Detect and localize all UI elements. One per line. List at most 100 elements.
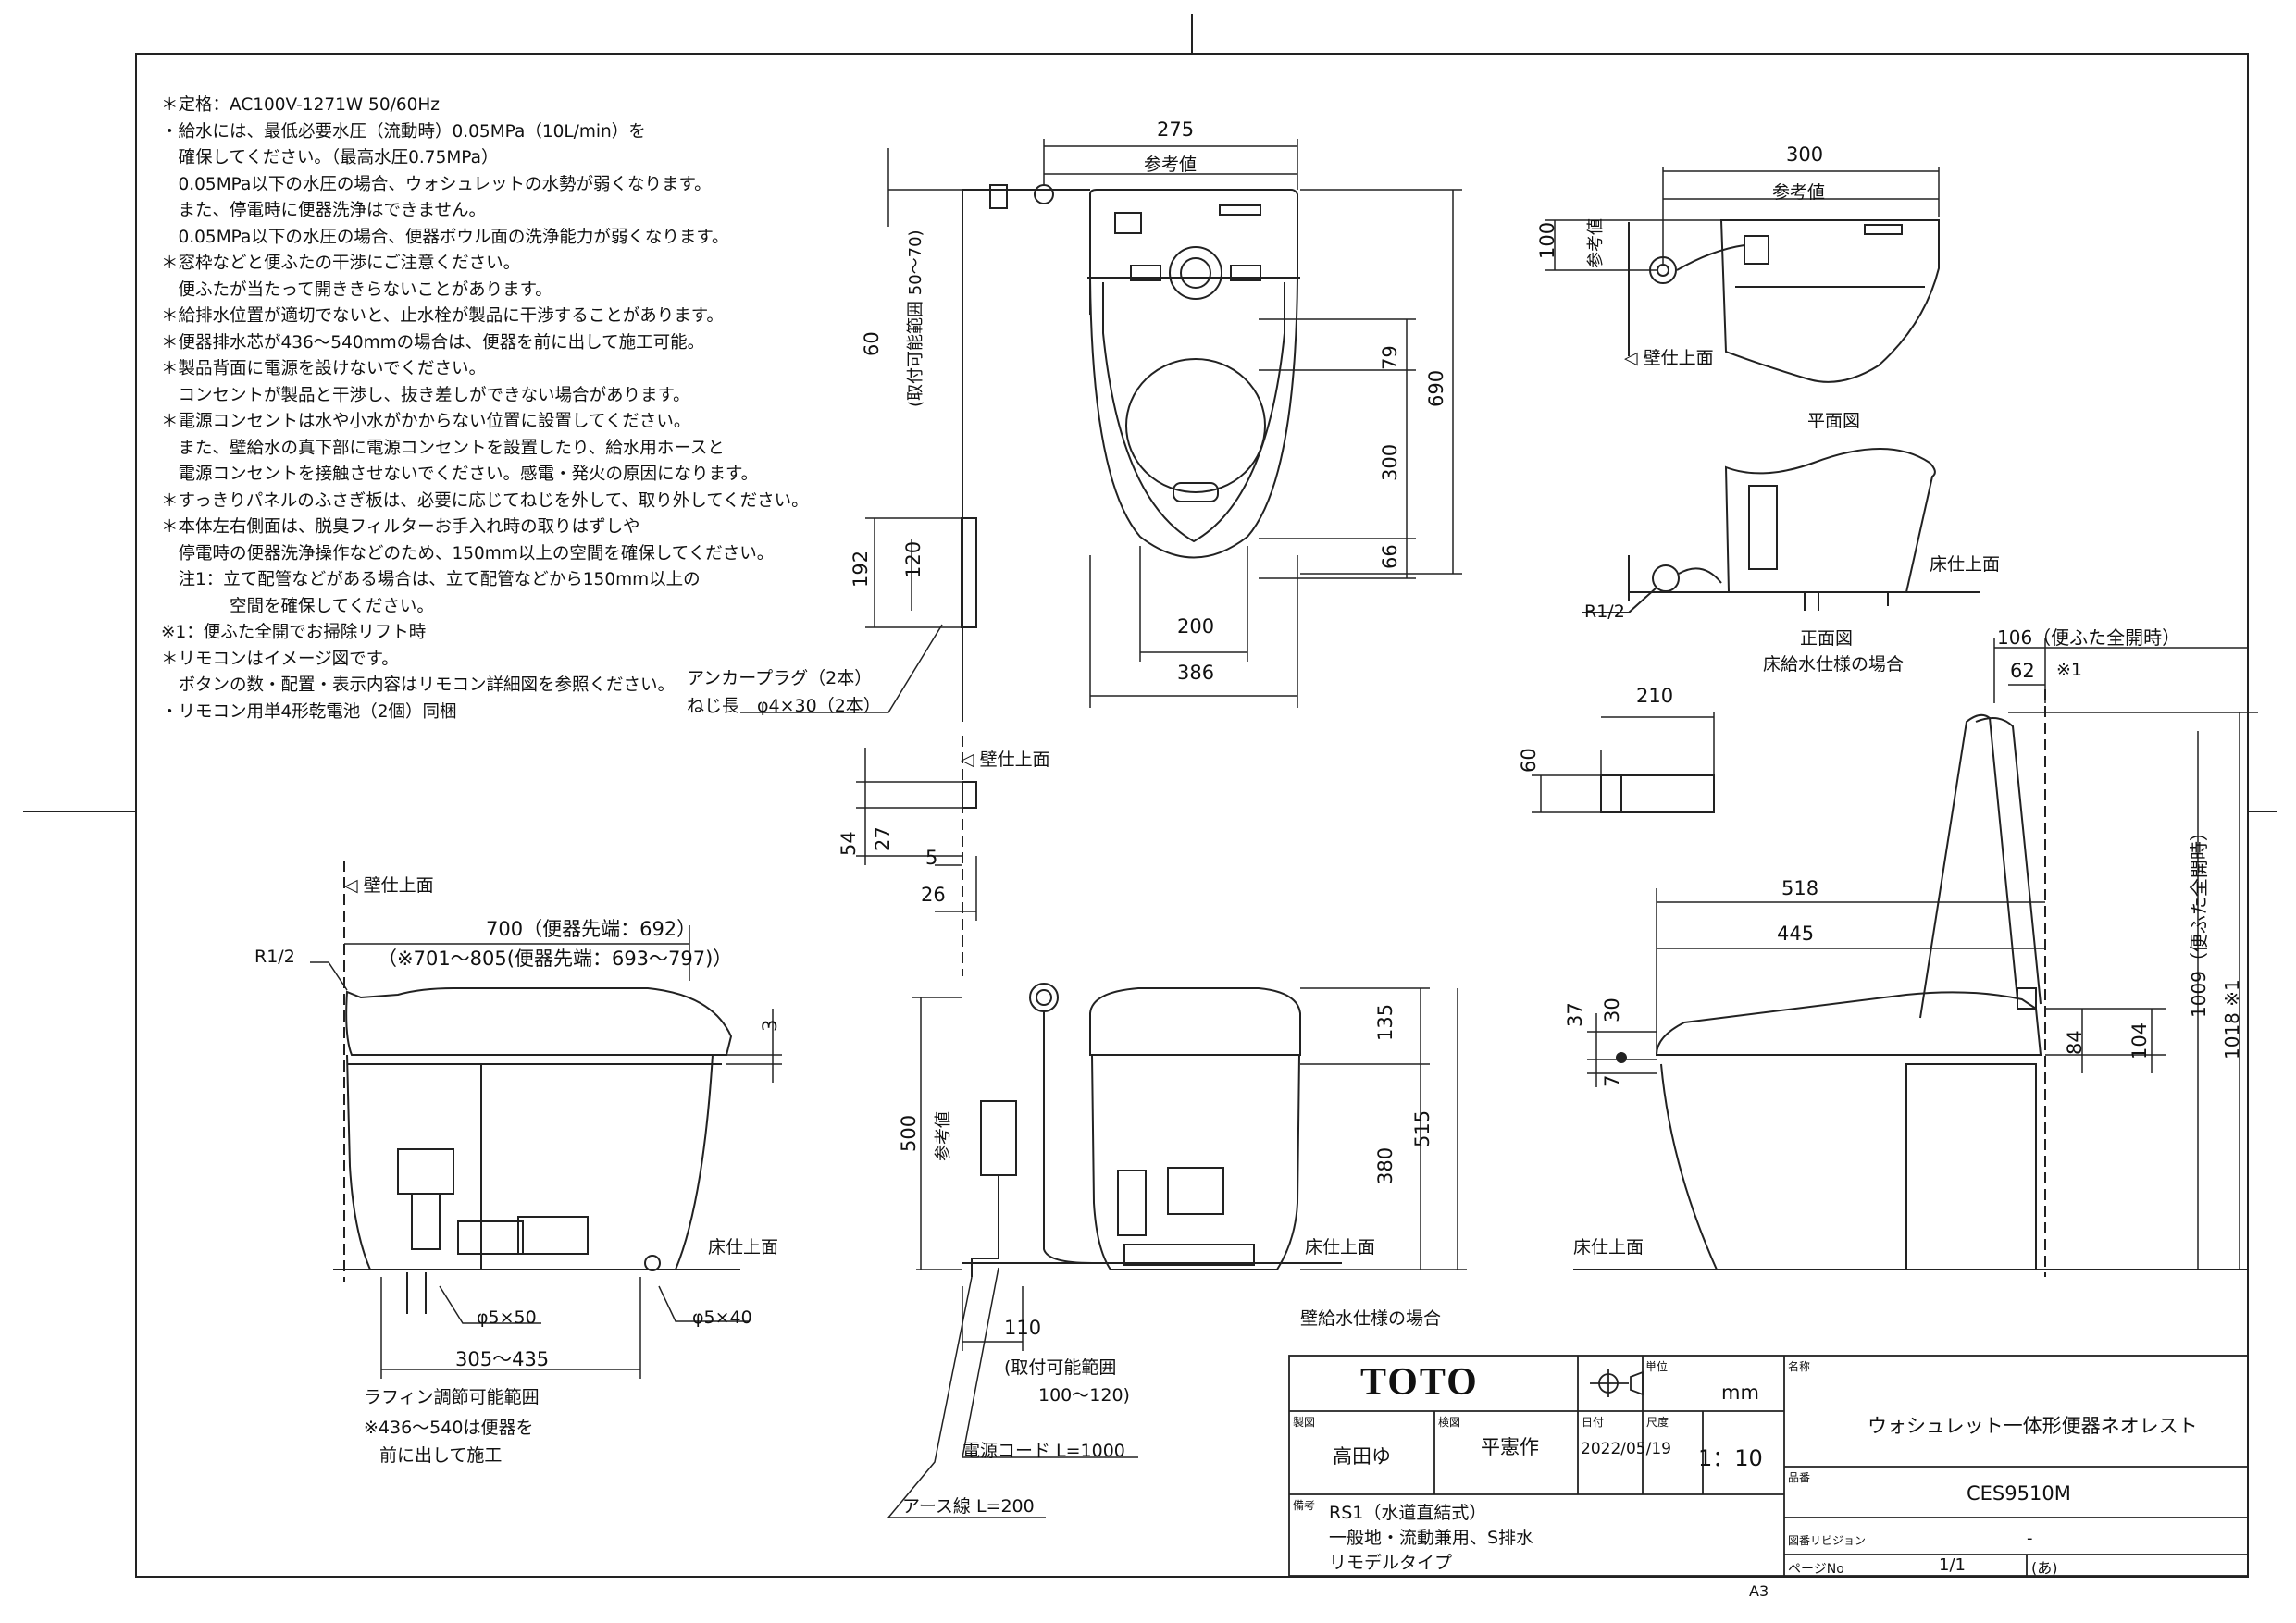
dim-27: 27 [872, 826, 894, 851]
power-cord-label: 電源コード L=1000 [962, 1441, 1125, 1461]
dim-5: 5 [925, 847, 938, 869]
note-line: ・リモコン用単4形乾電池（2個）同梱 [161, 701, 457, 722]
phi50-label: φ5×50 [477, 1307, 537, 1328]
dim-106: 106（便ふた全開時） [1997, 626, 2181, 649]
dim-135: 135 [1374, 1003, 1396, 1041]
detail-front [1582, 448, 1980, 613]
remarks-line-3: リモデルタイプ [1329, 1553, 1453, 1573]
range-label: (取付可能範囲 [1004, 1357, 1117, 1378]
dim-300: 300 [1379, 443, 1401, 481]
note-line: また、停電時に便器洗浄はできません。 [161, 201, 486, 220]
r12-label: R1/2 [1584, 601, 1625, 622]
dim-380: 380 [1374, 1146, 1396, 1184]
right-side-dimensions [1532, 638, 2258, 1270]
range-value: 100～120) [1038, 1385, 1130, 1406]
title-block-grid [1288, 1355, 2249, 1577]
notes-block: ＊定格：AC100V-1271W 50/60Hz ・給水には、最低必要水圧（流動… [161, 93, 827, 725]
note-front: 前に出して施工 [379, 1445, 503, 1466]
right-side-view [1573, 689, 2249, 1277]
title-mark: (あ) [2031, 1559, 2058, 1577]
anchor-plug-label: アンカープラグ（2本） [687, 668, 873, 688]
note-line: ＊製品背面に電源を設けないでください。 [161, 359, 486, 378]
page-label: ページNo [1788, 1562, 1844, 1577]
dim-60: 60 [1518, 748, 1540, 773]
left-side-dimensions [310, 925, 782, 1379]
front-view-dimensions [887, 987, 1467, 1518]
drawing-frame [135, 53, 2249, 1578]
range-label: (取付可能範囲 50～70) [906, 229, 925, 407]
toto-logo: TOTO [1360, 1361, 1479, 1404]
note-line: ＊電源コンセントは水や小水がかからない位置に設置してください。 [161, 412, 691, 431]
front-caption: 壁給水仕様の場合 [1300, 1308, 1442, 1329]
unit-value: mm [1721, 1381, 1759, 1404]
product-name: ウォシュレット一体形便器ネオレスト [1868, 1415, 2198, 1437]
ref-label-vertical: 参考値 [1586, 218, 1606, 268]
page-value: 1/1 [1939, 1555, 1966, 1575]
dim-62: 62 [2010, 660, 2035, 682]
revision-label: 図番リビジョン [1788, 1534, 1867, 1547]
remarks-label: 備考 [1293, 1499, 1316, 1512]
dim-690: 690 [1425, 369, 1447, 407]
dim-26: 26 [921, 884, 946, 906]
dim-210: 210 [1636, 685, 1674, 707]
note-line: ＊窓枠などと便ふたの干渉にご注意ください。 [161, 254, 521, 273]
dim-200: 200 [1177, 615, 1215, 638]
left-side-view [333, 861, 740, 1314]
note-line: 空間を確保してください。 [161, 596, 434, 616]
scale-label: 尺度 [1646, 1416, 1669, 1429]
dim-110: 110 [1004, 1317, 1042, 1339]
floor-label: 床仕上面 [1573, 1237, 1644, 1258]
ref-label: 参考値 [934, 1111, 953, 1161]
dim-60: 60 [861, 331, 883, 356]
paper-size: A3 [1749, 1582, 1769, 1600]
note-436: ※436～540は便器を [364, 1418, 534, 1438]
front-view [962, 983, 1342, 1277]
part-number: CES9510M [1967, 1482, 2071, 1505]
plan-caption: 平面図 [1807, 411, 1861, 431]
note-line: ＊給排水位置が適切でないと、止水栓が製品に干渉することがあります。 [161, 306, 724, 326]
dim-120: 120 [902, 540, 925, 578]
dim-66: 66 [1379, 544, 1401, 569]
date-label: 日付 [1582, 1416, 1605, 1429]
floor-label: 床仕上面 [1305, 1237, 1376, 1258]
wall-label: ◁ 壁仕上面 [1624, 348, 1714, 368]
r12-label: R1/2 [254, 947, 295, 967]
dim-37: 37 [1564, 1002, 1586, 1027]
note-line: ※1：便ふた全開でお掃除リフト時 [161, 623, 427, 642]
dim-518: 518 [1781, 877, 1819, 899]
dim-192: 192 [850, 550, 872, 588]
wall-label: ◁ 壁仕上面 [961, 750, 1050, 770]
revision-value: - [2027, 1529, 2033, 1548]
note-line: ＊定格：AC100V-1271W 50/60Hz [161, 95, 440, 115]
dim-84: 84 [2064, 1030, 2086, 1055]
wall-label: ◁ 壁仕上面 [344, 875, 434, 896]
note-line: ・給水には、最低必要水圧（流動時）0.05MPa（10L/min）を [161, 121, 646, 142]
earth-label: アース線 L=200 [902, 1496, 1035, 1517]
dim-300: 300 [1786, 143, 1824, 166]
note-line: 電源コンセントを接触させないでください。感電・発火の原因になります。 [161, 465, 759, 484]
note-line: ＊リモコンはイメージ図です。 [161, 649, 399, 669]
detail-plan [1545, 167, 1940, 383]
name-label: 名称 [1788, 1360, 1811, 1373]
floor-label: 床仕上面 [708, 1237, 779, 1258]
note-line: 便ふたが当たって開ききらないことがあります。 [161, 279, 552, 300]
note-line: ＊本体左右側面は、脱臭フィルターお手入れ時の取りはずしや [161, 517, 640, 537]
note-line: コンセントが製品と干渉し、抜き差しができない場合があります。 [161, 385, 690, 405]
note-line: 0.05MPa以下の水圧の場合、ウォシュレットの水勢が弱くなります。 [161, 174, 712, 194]
drawn-by: 高田ゆ [1333, 1445, 1391, 1468]
dim-54: 54 [838, 831, 860, 856]
dim-100: 100 [1536, 221, 1558, 259]
remarks-line-2: 一般地・流動兼用、S排水 [1329, 1528, 1534, 1548]
plan-view-toilet [961, 184, 1300, 722]
note-line: また、壁給水の真下部に電源コンセントを設置したり、給水用ホースと [161, 438, 725, 458]
dim-3: 3 [759, 1019, 781, 1032]
dim-104: 104 [2128, 1022, 2151, 1059]
checked-by: 平憲作 [1481, 1436, 1539, 1458]
dim-515: 515 [1411, 1109, 1433, 1147]
dim-1018: 1018 ※1 [2221, 979, 2243, 1059]
part-label: 品番 [1788, 1471, 1811, 1484]
dim-386: 386 [1177, 662, 1215, 684]
dim-500: 500 [898, 1114, 920, 1152]
floor-label: 床仕上面 [1930, 554, 2001, 575]
